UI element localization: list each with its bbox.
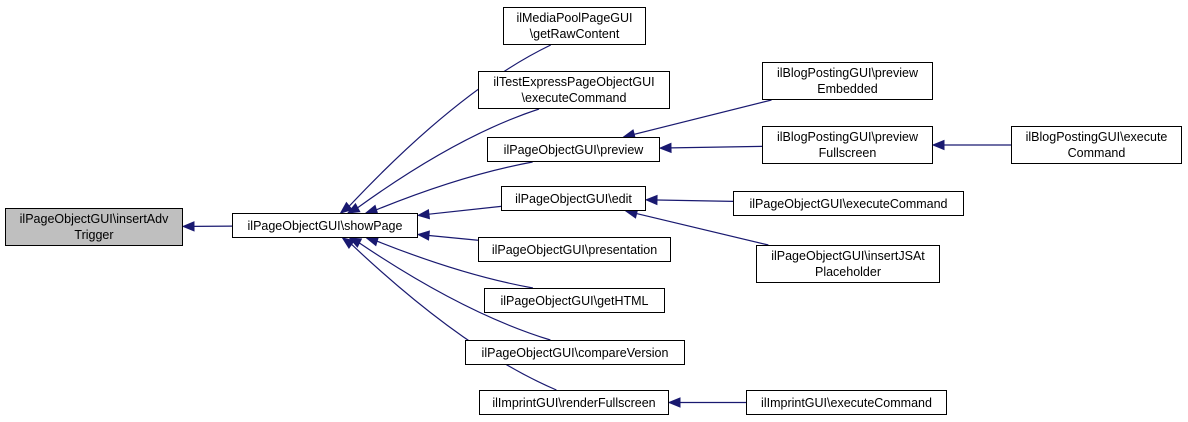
arrowhead-insertAdvTrigger — [181, 221, 195, 232]
edge-getHTML-to-showPage — [376, 240, 534, 289]
node-blog-posting-preview-embedded[interactable]: ilBlogPostingGUI\preview Embedded — [762, 62, 933, 100]
node-presentation[interactable]: ilPageObjectGUI\presentation — [478, 237, 671, 262]
edge-edit-to-showPage — [428, 205, 502, 215]
edge-teExec-to-showPage — [357, 108, 540, 209]
node-edit[interactable]: ilPageObjectGUI\edit — [501, 186, 646, 211]
node-render-fullscreen[interactable]: ilImprintGUI\renderFullscreen — [479, 390, 669, 415]
edge-renderFullscreen-to-showPage — [351, 243, 557, 391]
arrowhead-preview — [658, 142, 672, 154]
arrowhead-showPage — [346, 202, 361, 214]
node-label-line: ilPageObjectGUI\executeCommand — [749, 196, 948, 211]
node-insert-js-at-placeholder[interactable]: ilPageObjectGUI\insertJSAt Placeholder — [756, 245, 940, 283]
node-label-line: ilPageObjectGUI\edit — [515, 191, 632, 206]
edge-preview-to-showPage — [376, 161, 533, 211]
node-label-line: ilImprintGUI\executeCommand — [761, 395, 932, 410]
node-label-line: \getRawContent — [529, 27, 620, 41]
node-label-line: Fullscreen — [818, 146, 877, 160]
node-blog-posting-execute-command[interactable]: ilBlogPostingGUI\execute Command — [1011, 126, 1182, 164]
arrowhead-bpPrevFull — [931, 139, 945, 151]
node-label-line: ilBlogPostingGUI\preview — [776, 130, 919, 144]
node-label-line: Command — [1067, 146, 1126, 160]
node-label-line: ilTestExpressPageObjectGUI — [493, 75, 655, 89]
edge-bpPrevFull-to-preview — [670, 145, 763, 149]
node-label-line: Trigger — [74, 228, 114, 242]
node-label-line: Embedded — [817, 82, 878, 96]
node-imprint-execute-command[interactable]: ilImprintGUI\executeCommand — [746, 390, 947, 415]
node-label-line: ilPageObjectGUI\insertJSAt — [771, 249, 925, 263]
node-label-line: Placeholder — [814, 265, 881, 279]
node-label-line: ilBlogPostingGUI\preview — [776, 66, 919, 80]
node-label-line: ilBlogPostingGUI\execute — [1025, 130, 1168, 144]
node-media-pool-get-raw-content[interactable]: ilMediaPoolPageGUI \getRawContent — [503, 7, 646, 45]
arrowhead-showPage — [341, 237, 355, 249]
node-get-html[interactable]: ilPageObjectGUI\getHTML — [484, 288, 665, 313]
edge-presentation-to-showPage — [428, 234, 479, 241]
node-blog-posting-preview-fullscreen[interactable]: ilBlogPostingGUI\preview Fullscreen — [762, 126, 933, 164]
node-label-line: ilImprintGUI\renderFullscreen — [492, 395, 656, 410]
node-label-line: ilPageObjectGUI\presentation — [491, 242, 658, 257]
edge-insertJS-to-edit — [636, 212, 769, 246]
node-label-line: ilPageObjectGUI\preview — [503, 142, 644, 157]
node-label-line: ilPageObjectGUI\showPage — [247, 218, 403, 233]
node-label-line: ilPageObjectGUI\compareVersion — [481, 345, 669, 360]
node-label-line: ilMediaPoolPageGUI — [516, 11, 633, 25]
node-compare-version[interactable]: ilPageObjectGUI\compareVersion — [465, 340, 685, 365]
arrowhead-edit — [644, 194, 658, 206]
arrowhead-showPage — [365, 236, 380, 247]
node-page-object-execute-command[interactable]: ilPageObjectGUI\executeCommand — [733, 191, 964, 216]
arrowhead-showPage — [416, 208, 430, 220]
edge-poExec-to-edit — [656, 199, 734, 202]
node-label-line: ilPageObjectGUI\insertAdv — [19, 212, 169, 226]
node-label-line: ilPageObjectGUI\getHTML — [500, 293, 649, 308]
arrowhead-renderFullscreen — [667, 397, 681, 408]
node-test-express-execute-command[interactable]: ilTestExpressPageObjectGUI \executeComma… — [478, 71, 670, 109]
edge-bpPrevEmb-to-preview — [634, 99, 772, 135]
node-insert-adv-trigger: ilPageObjectGUI\insertAdv Trigger — [5, 208, 183, 246]
arrowhead-showPage — [339, 201, 353, 214]
edge-compareVersion-to-showPage — [359, 242, 551, 341]
arrowhead-showPage — [416, 230, 430, 241]
edge-mpGetRaw-to-showPage — [348, 44, 551, 207]
node-preview[interactable]: ilPageObjectGUI\preview — [487, 137, 660, 162]
node-label-line: \executeCommand — [521, 91, 627, 105]
node-show-page[interactable]: ilPageObjectGUI\showPage — [232, 213, 418, 238]
